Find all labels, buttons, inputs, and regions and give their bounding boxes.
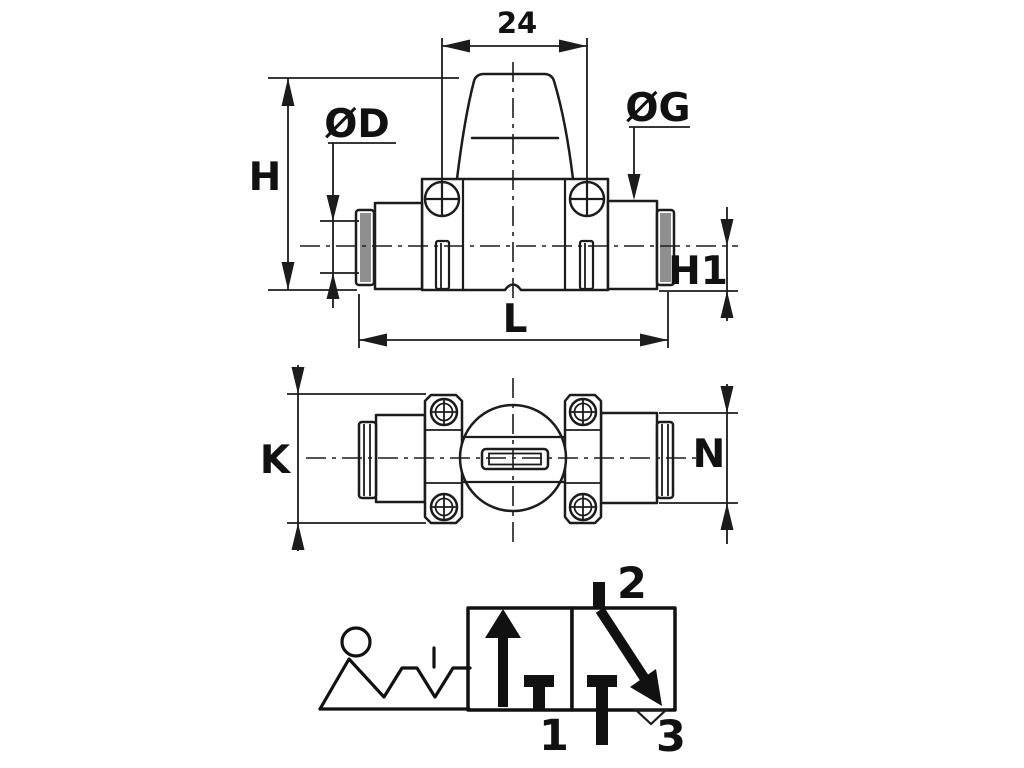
slot-right <box>578 239 595 291</box>
dimension-l: L <box>358 292 669 348</box>
dimension-h1: H1 <box>659 207 738 321</box>
port-label-1: 1 <box>539 711 569 761</box>
valve-body <box>420 177 610 292</box>
dimension-n: N <box>659 384 738 544</box>
actuator-spring <box>318 657 472 711</box>
symbol-square-actuated <box>466 606 574 712</box>
dimension-og: ØG <box>625 86 691 200</box>
push-in-collar-left <box>354 208 376 287</box>
screw-right <box>568 180 606 218</box>
dim-label-n: N <box>693 432 726 477</box>
dim-label-h1: H1 <box>668 249 728 294</box>
dimension-24: 24 <box>441 6 588 182</box>
slot-left <box>434 239 451 291</box>
dim-label-h: H <box>249 155 282 200</box>
top-collar-right <box>655 420 675 500</box>
top-view: K N <box>260 365 738 551</box>
blocked-port-supply <box>587 675 617 745</box>
push-in-collar-right <box>655 208 676 287</box>
flow-arrow-exhaust <box>595 607 662 706</box>
dim-label-24: 24 <box>497 6 537 40</box>
valve-knob <box>455 72 575 180</box>
blocked-port-actuated <box>524 675 554 710</box>
top-clamp-right <box>563 393 603 525</box>
dimension-od: ØD <box>320 102 396 308</box>
port-label-3: 3 <box>656 712 686 762</box>
front-view: 24 H ØD ØG H1 <box>249 6 738 348</box>
flow-arrow-up <box>485 609 521 707</box>
button-circle <box>340 626 372 658</box>
pneumatic-symbol: 1 2 3 <box>318 559 686 762</box>
adjust-slot <box>480 447 550 471</box>
top-collar-left <box>357 420 378 500</box>
exhaust-triangle <box>633 708 669 726</box>
port-2-line <box>593 582 605 609</box>
dim-label-og: ØG <box>625 86 690 131</box>
dimension-h: H <box>249 77 459 291</box>
dim-label-k: K <box>260 438 292 483</box>
manual-actuator <box>318 626 472 711</box>
port-right <box>606 199 659 291</box>
port-label-2: 2 <box>617 559 647 609</box>
dim-label-l: L <box>503 297 528 342</box>
screw-left <box>423 180 461 218</box>
body-flat-edges <box>462 435 565 484</box>
dim-label-od: ØD <box>324 102 390 147</box>
dimension-k: K <box>260 365 426 551</box>
top-clamp-left <box>423 393 464 525</box>
